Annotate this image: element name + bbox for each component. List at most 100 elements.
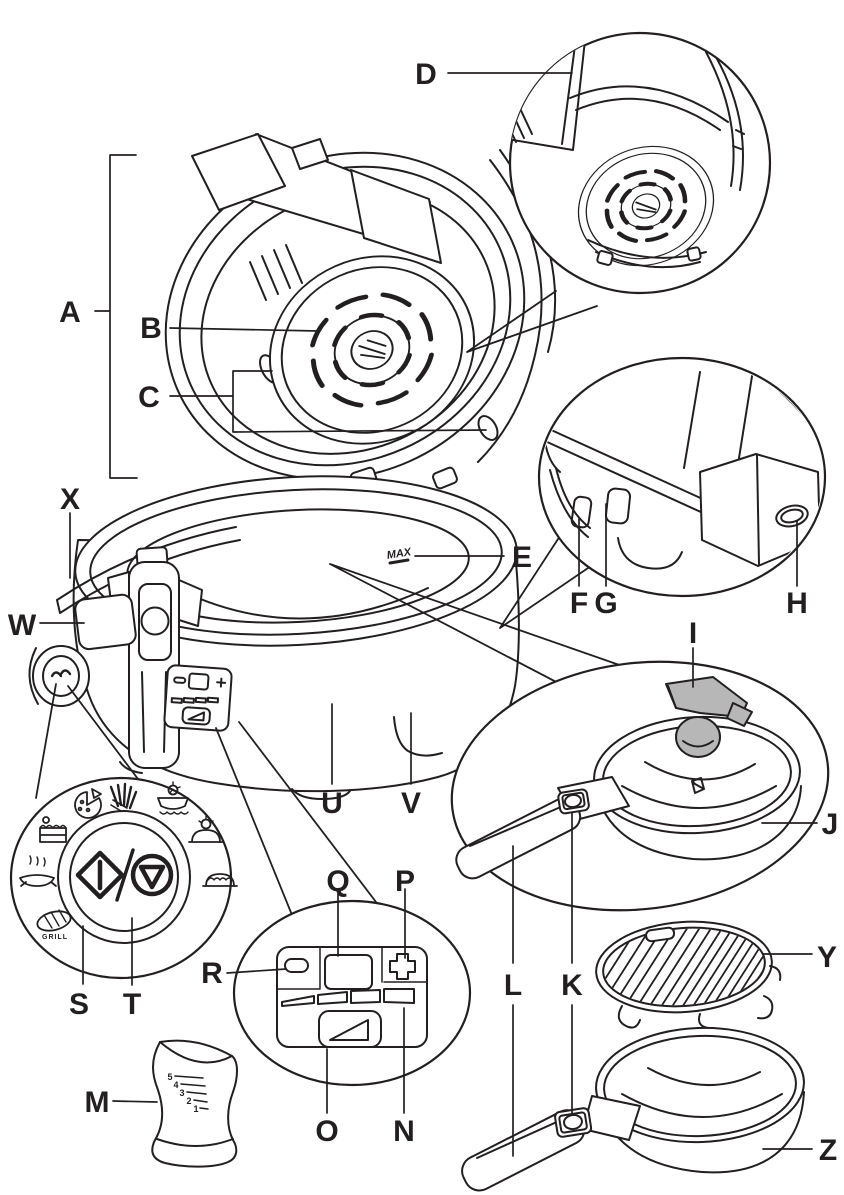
pan-with-paddle bbox=[455, 676, 802, 880]
seal-lip bbox=[549, 467, 591, 538]
french-fries-icon bbox=[109, 782, 138, 812]
cup-scale-1: 1 bbox=[193, 1104, 198, 1114]
body: MAX bbox=[28, 475, 520, 800]
hinge-callout-circle bbox=[537, 356, 827, 598]
part-label-R: R bbox=[201, 957, 223, 990]
lid-callout-circle bbox=[508, 31, 772, 295]
lower-handle-button bbox=[563, 1113, 583, 1131]
level-indicator-bars bbox=[281, 988, 415, 1007]
part-label-C: C bbox=[138, 381, 160, 414]
part-label-K: K bbox=[561, 969, 583, 1002]
plus-button bbox=[389, 953, 416, 980]
part-label-U: U bbox=[321, 787, 343, 820]
dial-callout-circle: GRILL bbox=[9, 776, 238, 980]
steam-dish-icon bbox=[19, 855, 57, 887]
handle-release-button bbox=[564, 793, 582, 809]
part-label-V: V bbox=[401, 787, 421, 820]
part-labels: A B C D E F G H I J K L M N O P Q R S T … bbox=[8, 58, 839, 1167]
lid-rim-arc bbox=[569, 85, 729, 131]
body-feet bbox=[119, 761, 351, 800]
panel-callout-oval bbox=[232, 899, 472, 1087]
leader-A bbox=[94, 154, 138, 479]
start-stop-icon bbox=[75, 848, 174, 902]
base-recess bbox=[393, 716, 443, 757]
measuring-cup: 5 4 3 2 1 bbox=[151, 1039, 238, 1168]
leader-B bbox=[169, 327, 319, 332]
lid-top-lines bbox=[683, 369, 754, 469]
leader-R bbox=[226, 968, 287, 974]
control-panel-detail bbox=[276, 946, 428, 1048]
minus-button bbox=[284, 958, 309, 973]
display-window bbox=[324, 954, 373, 990]
simmer-wave-icon bbox=[202, 873, 238, 887]
part-label-H: H bbox=[786, 587, 808, 620]
part-label-M: M bbox=[85, 1086, 110, 1119]
lid-handle bbox=[191, 133, 442, 264]
part-label-E: E bbox=[512, 541, 532, 574]
cup-scale-5: 5 bbox=[167, 1072, 172, 1082]
lid-callout-tail bbox=[466, 290, 598, 353]
part-label-B: B bbox=[140, 312, 162, 345]
part-label-L: L bbox=[504, 969, 522, 1002]
panel-callout-tail bbox=[215, 721, 377, 916]
leader-lines bbox=[39, 72, 818, 1157]
part-label-I: I bbox=[689, 617, 697, 650]
filter-panel bbox=[510, 33, 587, 151]
body-control-panel bbox=[163, 664, 233, 732]
callout-tails bbox=[35, 290, 657, 916]
part-label-Q: Q bbox=[326, 865, 349, 898]
leader-M bbox=[112, 1100, 158, 1103]
gasket-tab-2 bbox=[604, 487, 632, 525]
pizza-icon bbox=[74, 788, 102, 819]
pan-handle bbox=[455, 776, 630, 880]
part-label-D: D bbox=[415, 58, 437, 91]
lower-pan-handle bbox=[461, 1095, 641, 1192]
pan-pivot-pin bbox=[691, 777, 705, 794]
fry-pan-fan-icon bbox=[157, 781, 189, 815]
part-label-N: N bbox=[393, 1115, 415, 1148]
cup-base-line bbox=[156, 1138, 234, 1147]
part-label-G: G bbox=[594, 587, 617, 620]
grill-rack bbox=[595, 920, 782, 1029]
part-label-W: W bbox=[8, 609, 37, 642]
body-dial-knob bbox=[28, 645, 90, 707]
leader-C bbox=[169, 370, 487, 433]
lid-open bbox=[164, 133, 557, 521]
lid-clip-right bbox=[477, 415, 499, 441]
lid-vents bbox=[249, 244, 303, 301]
max-text: MAX bbox=[386, 546, 413, 562]
grill-feet bbox=[617, 965, 782, 1029]
front-latch bbox=[107, 546, 203, 769]
part-label-P: P bbox=[395, 865, 415, 898]
main-unit: MAX bbox=[28, 133, 557, 800]
hinge-foot bbox=[617, 537, 683, 570]
grill-handle-slot bbox=[645, 926, 676, 943]
grill-hatch bbox=[601, 923, 767, 1011]
cup-scale-2: 2 bbox=[186, 1096, 191, 1106]
part-label-Z: Z bbox=[819, 1134, 837, 1167]
part-label-O: O bbox=[315, 1115, 338, 1148]
fan-assembly bbox=[577, 145, 715, 267]
max-marking: MAX bbox=[386, 546, 413, 565]
cake-icon bbox=[39, 816, 67, 843]
hinge-callout-tail bbox=[499, 535, 592, 629]
lid-fan-plate bbox=[268, 255, 476, 445]
part-label-F: F bbox=[570, 587, 588, 620]
cup-scale bbox=[174, 1075, 209, 1110]
cup-scale-3: 3 bbox=[179, 1088, 184, 1098]
cup-scale-4: 4 bbox=[173, 1080, 178, 1090]
cup-rim bbox=[159, 1039, 233, 1064]
air-fan-dome-icon bbox=[188, 815, 224, 843]
stirring-paddle bbox=[665, 676, 753, 758]
part-label-J: J bbox=[822, 808, 839, 841]
part-label-A: A bbox=[59, 296, 81, 329]
front-window bbox=[74, 593, 137, 651]
part-label-Y: Y bbox=[817, 941, 837, 974]
dial-callout-tail bbox=[35, 683, 142, 799]
pan-callout-oval bbox=[450, 660, 830, 912]
grill-icon bbox=[36, 909, 72, 932]
grill-label: GRILL bbox=[42, 934, 68, 941]
part-label-X: X bbox=[60, 483, 80, 516]
